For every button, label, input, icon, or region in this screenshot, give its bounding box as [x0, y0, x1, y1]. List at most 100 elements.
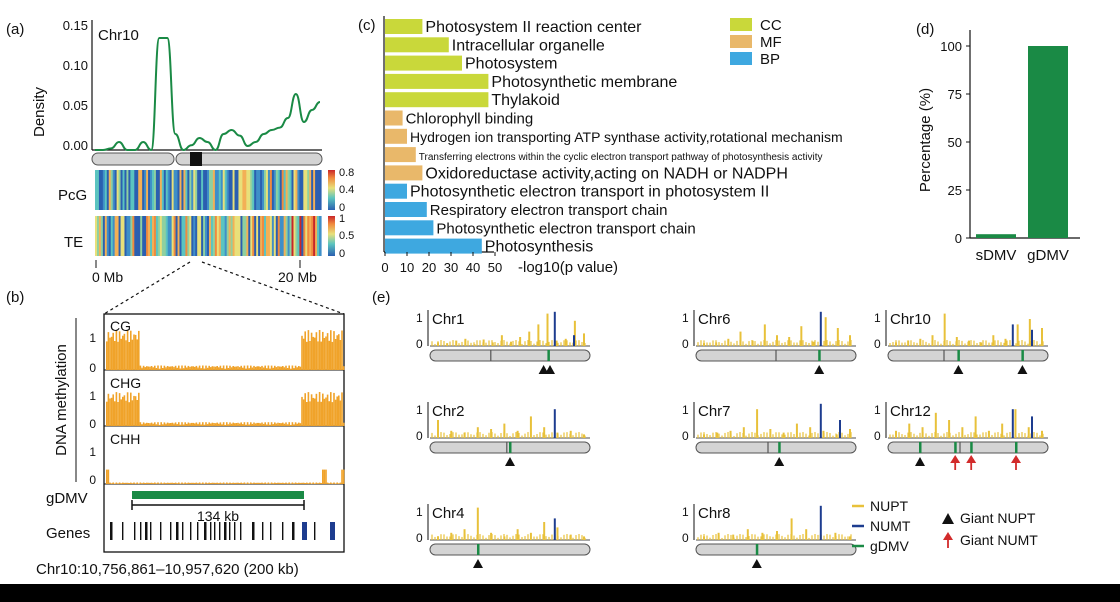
heat-cell [155, 216, 159, 256]
heat-cell [252, 216, 255, 256]
go-bar [385, 183, 407, 199]
methylation-bar [269, 424, 271, 426]
methylation-bar [251, 423, 254, 426]
methylation-bar [219, 422, 222, 426]
methylation-bar [307, 483, 310, 484]
methylation-bar [310, 332, 313, 370]
chr-ytick-0: 0 [682, 531, 689, 545]
go-bar [385, 165, 423, 181]
heat-cell [224, 170, 228, 210]
heat-cell [181, 170, 185, 210]
heat-cell [197, 216, 200, 256]
panel-c-label: (c) [358, 17, 376, 34]
go-bar-label: Chlorophyll binding [406, 111, 534, 128]
methylation-bar [325, 469, 327, 484]
methylation-bar [240, 422, 242, 426]
methylation-bar [141, 367, 143, 370]
methylation-bar [114, 401, 116, 426]
methylation-bar [294, 365, 297, 370]
methylation-bar [222, 482, 225, 484]
methylation-bar [302, 399, 305, 426]
heat-cell [201, 170, 204, 210]
dmv-mark [1021, 350, 1024, 361]
dmv-mark [778, 442, 781, 453]
methylation-bar [198, 422, 201, 426]
heat-cell [181, 216, 185, 256]
methylation-bar [333, 331, 335, 370]
heat-cell [216, 216, 220, 256]
dmv-mark [477, 544, 480, 555]
chr-name-label: Chr12 [890, 403, 931, 420]
panel-d-label: (d) [916, 21, 934, 38]
heat-cell [313, 170, 316, 210]
heat-cell [273, 170, 277, 210]
heat-cell [197, 170, 200, 210]
methylation-bar [322, 469, 324, 484]
heat-cell [179, 216, 183, 256]
methylation-bar [229, 482, 231, 484]
genes-track [110, 522, 335, 540]
methylation-bar [299, 482, 302, 484]
methylation-bar [307, 392, 310, 426]
heat-cell [256, 216, 259, 256]
panel-d-ytick-label: 50 [948, 135, 962, 150]
track-chh-tick-0: 0 [89, 473, 96, 487]
methylation-bar [333, 482, 335, 484]
methylation-bar [238, 483, 241, 484]
methylation-bar [120, 483, 122, 484]
panel-b: (b) DNA methylation CG CHG CHH 1 0 1 0 1… [6, 289, 345, 578]
track-cg-tick-1: 1 [89, 331, 96, 345]
methylation-bar [341, 469, 343, 484]
chr10-ideogram-right [175, 152, 323, 166]
methylation-bar [128, 342, 130, 370]
heat-cell [201, 216, 204, 256]
chr-name-label: Chr8 [698, 505, 731, 522]
panel-b-ylabel: DNA methylation [53, 344, 70, 456]
heat-cell [212, 216, 216, 256]
methylation-bar [182, 368, 185, 370]
go-bar [385, 92, 489, 108]
methylation-bar [152, 367, 154, 370]
methylation-bar [320, 341, 322, 370]
methylation-bar [240, 482, 242, 484]
methylation-bar [312, 336, 314, 370]
heat-cell [167, 170, 171, 210]
panel-d-ytick-label: 25 [948, 183, 962, 198]
methylation-bar [232, 366, 234, 370]
methylation-bar [136, 482, 138, 484]
methylation-bar [259, 482, 262, 484]
heat-cell [163, 216, 167, 256]
chr-ytick-0: 0 [416, 531, 423, 545]
methylation-bar [232, 422, 234, 426]
gene-mark [224, 522, 227, 540]
heat-cell [226, 216, 230, 256]
methylation-bar [195, 482, 198, 484]
methylation-bar [248, 483, 250, 484]
heat-cell [293, 216, 297, 256]
dmv-mark [1015, 442, 1018, 453]
heat-cell [134, 216, 137, 256]
methylation-bar [150, 366, 153, 370]
heat-cell [128, 170, 131, 210]
legend-cc-swatch [730, 18, 752, 31]
heat-cell [207, 216, 210, 256]
span-label: 134 kb [197, 508, 239, 524]
methylation-bar [166, 366, 169, 370]
chr-ytick-1: 1 [682, 403, 689, 417]
gdmv-row-label: gDMV [46, 490, 88, 507]
methylation-bar [186, 483, 188, 484]
methylation-bar [189, 366, 191, 370]
heat-cell [183, 170, 186, 210]
methylation-bar [286, 368, 289, 370]
methylation-bar [258, 422, 260, 426]
heat-cell [291, 216, 295, 256]
methylation-bar [149, 366, 151, 370]
methylation-bar [157, 365, 159, 370]
methylation-bar [298, 422, 300, 426]
methylation-bar [248, 424, 250, 426]
methylation-bar [286, 483, 289, 484]
panel-a-ytick-3: 0.00 [63, 138, 88, 153]
methylation-bar [306, 482, 308, 484]
heat-cell [319, 170, 322, 210]
heat-cell [112, 170, 116, 210]
